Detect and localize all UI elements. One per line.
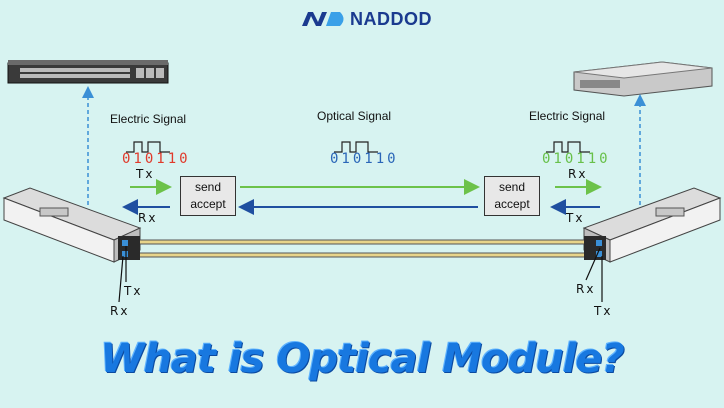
optical-signal-label: Optical Signal	[317, 109, 392, 123]
page-title: What is Optical Module?	[100, 336, 624, 382]
left-rx-pointer	[118, 255, 124, 303]
left-box-accept: accept	[190, 197, 226, 211]
signal-dir-right-top: Rx	[568, 167, 588, 181]
left-box-send: send	[194, 180, 222, 194]
electric-signal-left-label: Electric Signal	[110, 112, 187, 126]
right-transceiver-box: send accept	[484, 176, 540, 216]
brand-name: NADDOD	[350, 9, 432, 29]
bits-right: 010110	[542, 151, 611, 167]
bits-middle: 010110	[330, 151, 399, 167]
left-transceiver-box: send accept	[180, 176, 236, 216]
signal-dir-left-top: Tx	[136, 167, 155, 181]
left-optical-module	[2, 187, 142, 263]
left-port-rx: Rx	[110, 304, 130, 318]
electric-signal-right-label: Electric Signal	[529, 109, 606, 123]
fiber-cables	[140, 239, 584, 258]
signal-dir-right-bottom: Tx	[566, 211, 585, 225]
right-port-rx: Rx	[576, 282, 596, 296]
right-port-tx: Tx	[594, 304, 613, 318]
right-wave-icon	[546, 141, 590, 153]
signal-dir-left-bottom: Rx	[138, 211, 158, 225]
right-rx-pointer	[585, 247, 601, 281]
left-wave-icon	[126, 141, 170, 153]
right-box-accept: accept	[494, 197, 530, 211]
left-port-tx: Tx	[124, 284, 143, 298]
right-box-send: send	[498, 180, 526, 194]
left-switch-device	[7, 60, 169, 84]
naddod-logo-icon	[302, 12, 344, 26]
right-server-device	[573, 61, 713, 97]
bits-left: 010110	[122, 151, 191, 167]
middle-wave-icon	[334, 141, 378, 153]
right-optical-module	[582, 187, 722, 263]
